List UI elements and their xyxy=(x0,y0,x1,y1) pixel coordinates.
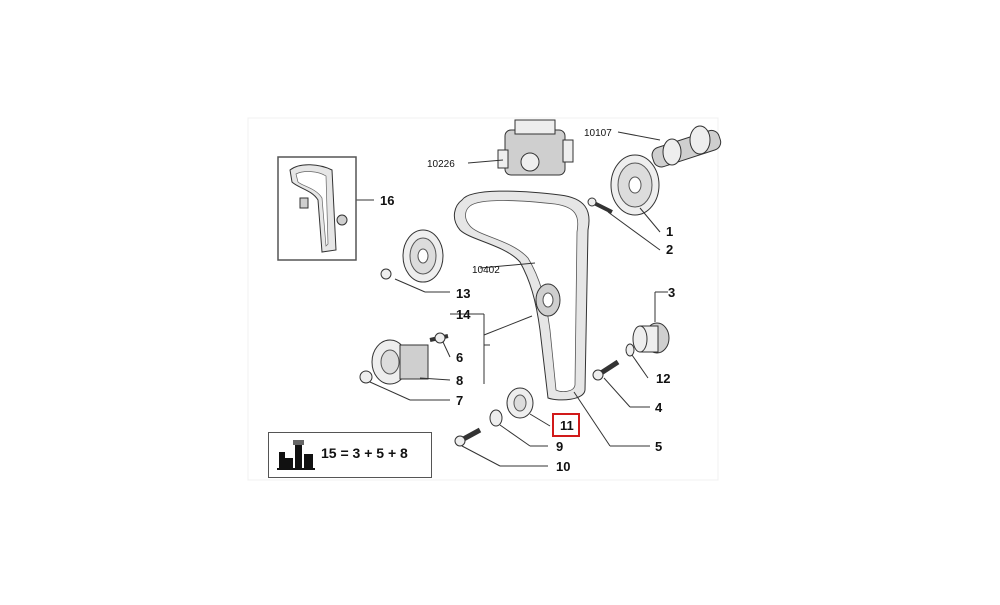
gear-bolt xyxy=(587,197,613,214)
callout-3[interactable]: 3 xyxy=(668,285,675,300)
callout-4[interactable]: 4 xyxy=(655,400,663,415)
inset-16 xyxy=(277,156,357,261)
ref-10107: 10107 xyxy=(584,128,612,139)
callout-7[interactable]: 7 xyxy=(456,393,463,408)
tensioner xyxy=(359,332,449,385)
ref-10226: 10226 xyxy=(427,159,455,170)
callout-11[interactable]: 11 xyxy=(560,418,574,433)
ref-10402: 10402 xyxy=(472,265,500,276)
callout-labels: 10107 10226 10402 1 2 3 4 5 6 7 8 9 10 1… xyxy=(380,128,675,474)
idler-pulley xyxy=(454,387,534,447)
callout-8[interactable]: 8 xyxy=(456,373,463,388)
callout-12[interactable]: 12 xyxy=(656,371,670,386)
tensioner-roller xyxy=(592,322,670,381)
idler-pulley-upper xyxy=(535,283,561,317)
kit-formula-box: 15 = 3 + 5 + 8 xyxy=(268,432,432,478)
callout-13[interactable]: 13 xyxy=(456,286,470,301)
callout-16[interactable]: 16 xyxy=(380,193,394,208)
pump-gear xyxy=(380,229,444,283)
callout-5[interactable]: 5 xyxy=(655,439,662,454)
kit-icon xyxy=(277,440,315,470)
callout-10[interactable]: 10 xyxy=(556,459,570,474)
camshaft-gear xyxy=(610,154,660,216)
timing-belt xyxy=(453,190,590,401)
callout-6[interactable]: 6 xyxy=(456,350,463,365)
kit-formula-text: 15 = 3 + 5 + 8 xyxy=(321,445,408,461)
callout-14[interactable]: 14 xyxy=(456,307,471,322)
camshaft xyxy=(651,125,722,168)
highlight-box xyxy=(552,413,580,437)
callout-1[interactable]: 1 xyxy=(666,224,673,239)
leader-lines xyxy=(355,131,668,467)
callout-9[interactable]: 9 xyxy=(556,439,563,454)
injection-pump xyxy=(497,119,574,176)
callout-2[interactable]: 2 xyxy=(666,242,673,257)
